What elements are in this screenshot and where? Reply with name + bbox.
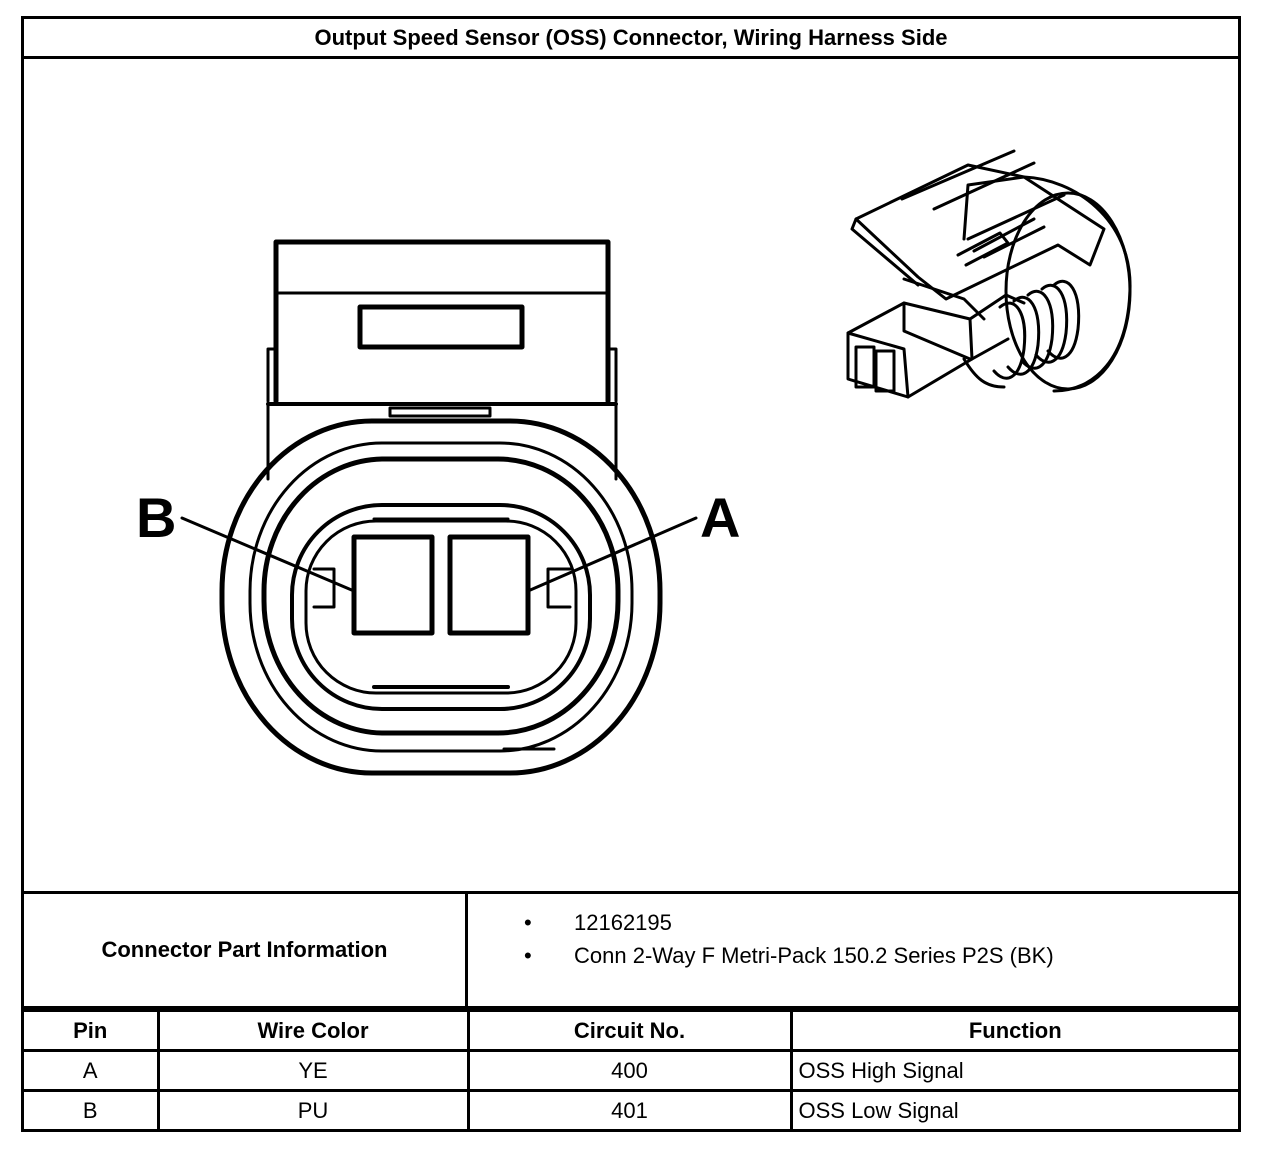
callout-leader-b	[180, 516, 356, 593]
column-header-pin: Pin	[24, 1009, 160, 1052]
function-cell: OSS High Signal	[789, 1049, 1238, 1092]
connector-illustration: B A	[136, 149, 1132, 776]
connector-part-info: Connector Part Information 12162195 Conn…	[24, 891, 1238, 1009]
callout-label-b: B	[136, 486, 176, 549]
connector-part-info-list: 12162195 Conn 2-Way F Metri-Pack 150.2 S…	[468, 894, 1238, 1018]
pin-table-header: Pin Wire Color Circuit No. Function	[24, 1009, 1238, 1052]
connector-isometric-view	[846, 149, 1132, 399]
wire-color-cell: YE	[156, 1049, 470, 1092]
connector-diagram-frame: Output Speed Sensor (OSS) Connector, Wir…	[21, 16, 1241, 1132]
column-header-function: Function	[789, 1009, 1238, 1052]
connector-drawing: B A	[24, 59, 1238, 891]
pin-cell: A	[24, 1049, 160, 1092]
column-header-wire-color: Wire Color	[156, 1009, 470, 1052]
callout-leader-a	[526, 516, 698, 593]
function-cell: OSS Low Signal	[789, 1089, 1238, 1129]
column-header-circuit-no: Circuit No.	[466, 1009, 793, 1052]
callout-label-a: A	[700, 486, 740, 549]
connector-latch-housing	[266, 239, 618, 481]
connector-front-view	[219, 418, 663, 776]
terminal-cavity-a	[447, 534, 531, 636]
part-number: 12162195	[468, 906, 1238, 939]
terminal-cavity-b	[351, 534, 435, 636]
table-row: A YE 400 OSS High Signal	[24, 1049, 1238, 1092]
circuit-number-cell: 401	[466, 1089, 793, 1129]
pin-cell: B	[24, 1089, 160, 1129]
connector-description: Conn 2-Way F Metri-Pack 150.2 Series P2S…	[468, 939, 1238, 972]
connector-part-info-label: Connector Part Information	[24, 894, 468, 1006]
wire-color-cell: PU	[156, 1089, 470, 1129]
circuit-number-cell: 400	[466, 1049, 793, 1092]
pin-table: Pin Wire Color Circuit No. Function A YE…	[24, 1009, 1238, 1129]
page-title: Output Speed Sensor (OSS) Connector, Wir…	[24, 19, 1238, 59]
table-row: B PU 401 OSS Low Signal	[24, 1089, 1238, 1129]
